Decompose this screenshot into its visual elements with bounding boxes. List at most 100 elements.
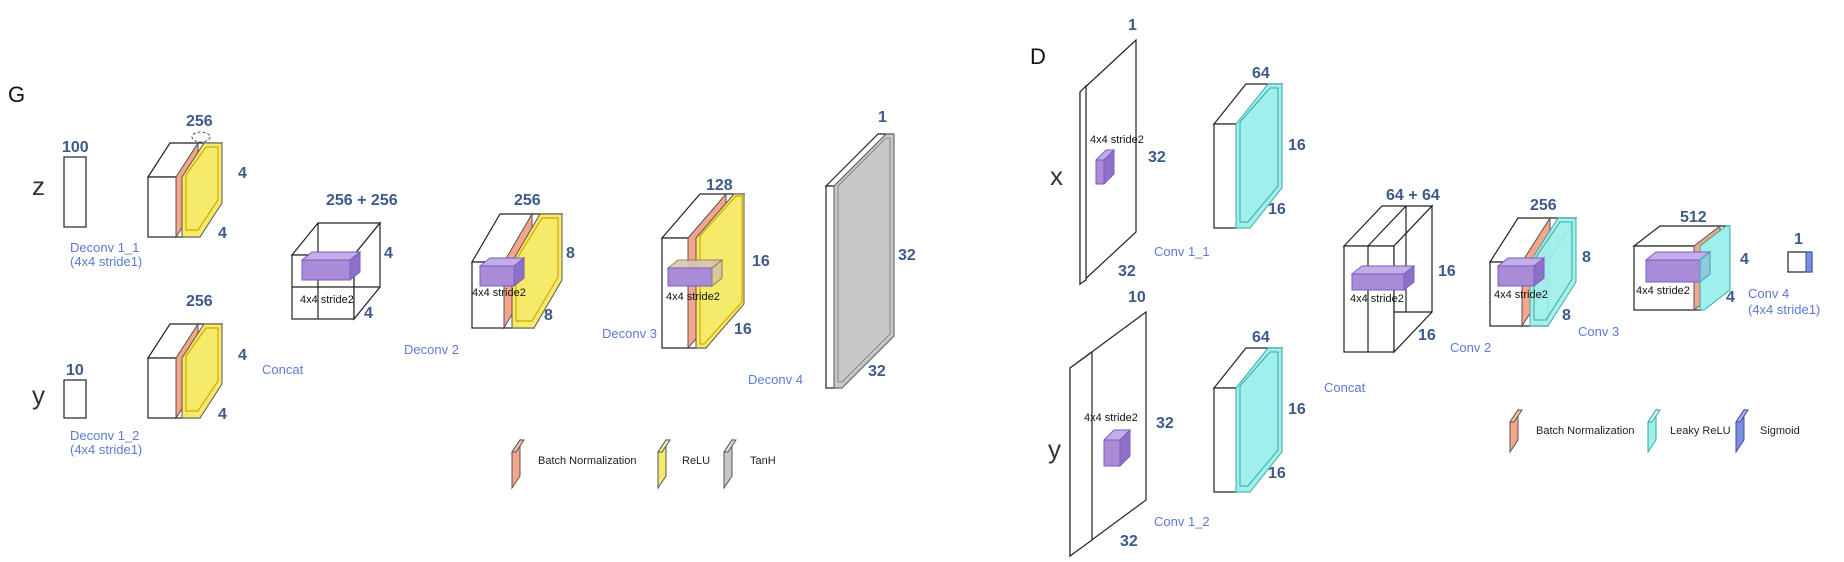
g-legend-batch-norm-label: Batch Normalization	[538, 455, 636, 467]
conv1-2-name: Conv 1_2	[1154, 514, 1210, 529]
deconv1-1-block	[146, 131, 224, 239]
g-concat-kernel: 4x4 stride2	[300, 294, 354, 306]
deconv1-1-channels: 256	[186, 113, 213, 130]
d-legend-sigmoid-label: Sigmoid	[1760, 425, 1800, 437]
deconv1-1-width: 4	[218, 225, 227, 242]
discriminator-panel-label: D	[1030, 44, 1046, 69]
deconv1-1-height: 4	[238, 165, 247, 182]
x-input-kernel: 4x4 stride2	[1090, 134, 1144, 146]
conv2-channels: 256	[1530, 197, 1557, 214]
d-y-input-kernel: 4x4 stride2	[1084, 412, 1138, 424]
conv4-params: (4x4 stride1)	[1748, 302, 1820, 317]
conv2-width: 8	[1562, 307, 1571, 324]
d-concat-block	[1342, 204, 1434, 354]
d-concat-width: 16	[1418, 327, 1436, 344]
d-y-input-block	[1069, 310, 1147, 558]
deconv2-name: Deconv 2	[404, 342, 459, 357]
g-legend-tanh: TanH	[723, 438, 776, 490]
conv1-2-height: 16	[1288, 401, 1306, 418]
conv3-height: 4	[1740, 251, 1749, 268]
deconv1-2-block	[146, 322, 224, 420]
d-y-input-width: 32	[1120, 533, 1138, 550]
deconv1-1-params: (4x4 stride1)	[70, 254, 142, 269]
deconv2-block	[470, 212, 564, 330]
d-y-input-channels: 10	[1128, 289, 1146, 306]
conv1-1-name: Conv 1_1	[1154, 244, 1210, 259]
deconv1-2-channels: 256	[186, 293, 213, 310]
z-size: 100	[62, 139, 89, 156]
conv3-width: 4	[1726, 289, 1735, 306]
g-legend: Batch Normalization ReLU TanH	[511, 438, 776, 490]
z-vector	[63, 156, 87, 228]
d-legend-leaky-relu-label: Leaky ReLU	[1670, 425, 1731, 437]
deconv4-block	[824, 133, 895, 389]
conv2-height: 8	[1582, 249, 1591, 266]
g-concat-name: Concat	[262, 362, 304, 377]
deconv1-2-name: Deconv 1_2	[70, 428, 139, 443]
conv1-1-height: 16	[1288, 137, 1306, 154]
deconv3-height: 16	[752, 253, 770, 270]
conv3-kernel: 4x4 stride2	[1636, 285, 1690, 297]
deconv4-channels: 1	[878, 109, 887, 126]
generator-panel-label: G	[8, 82, 25, 107]
deconv1-2-params: (4x4 stride1)	[70, 442, 142, 457]
conv3-block	[1632, 224, 1731, 312]
y-size: 10	[66, 362, 84, 379]
z-label: z	[32, 171, 45, 201]
d-legend: Batch Normalization Leaky ReLU Sigmoid	[1509, 408, 1800, 454]
deconv2-height: 8	[566, 245, 575, 262]
conv2-kernel: 4x4 stride2	[1494, 289, 1548, 301]
conv2-block	[1488, 216, 1578, 328]
d-legend-leaky-relu: Leaky ReLU	[1647, 408, 1731, 454]
d-legend-batch-norm-label: Batch Normalization	[1536, 425, 1634, 437]
x-input-channels: 1	[1128, 17, 1137, 34]
conv1-1-block	[1212, 83, 1284, 229]
d-legend-sigmoid: Sigmoid	[1735, 408, 1800, 454]
deconv3-name: Deconv 3	[602, 326, 657, 341]
x-input-block	[1079, 38, 1137, 286]
deconv3-kernel: 4x4 stride2	[666, 291, 720, 303]
d-y-label: y	[1048, 434, 1061, 464]
x-input-width: 32	[1118, 263, 1136, 280]
d-concat-kernel: 4x4 stride2	[1350, 293, 1404, 305]
deconv4-name: Deconv 4	[748, 372, 803, 387]
conv4-block	[1787, 251, 1813, 273]
deconv2-width: 8	[544, 307, 553, 324]
g-concat-channels: 256 + 256	[326, 192, 398, 209]
y-vector	[63, 379, 87, 419]
conv1-1-channels: 64	[1252, 65, 1270, 82]
conv1-1-width: 16	[1268, 201, 1286, 218]
y-label: y	[32, 380, 45, 410]
d-concat-height: 16	[1438, 263, 1456, 280]
g-legend-relu: ReLU	[657, 438, 710, 490]
conv1-2-width: 16	[1268, 465, 1286, 482]
d-concat-channels: 64 + 64	[1386, 187, 1440, 204]
g-legend-batch-norm: Batch Normalization	[511, 438, 636, 490]
x-label: x	[1050, 161, 1063, 191]
x-input-height: 32	[1148, 149, 1166, 166]
conv2-name: Conv 2	[1450, 340, 1491, 355]
g-concat-height: 4	[384, 245, 393, 262]
g-legend-tanh-label: TanH	[750, 455, 776, 467]
deconv1-1-name: Deconv 1_1	[70, 240, 139, 255]
conv3-channels: 512	[1680, 209, 1707, 226]
deconv1-2-height: 4	[238, 347, 247, 364]
deconv4-height: 32	[898, 247, 916, 264]
g-concat-block	[290, 221, 382, 321]
conv1-2-channels: 64	[1252, 329, 1270, 346]
deconv2-channels: 256	[514, 192, 541, 209]
deconv3-block	[660, 192, 746, 350]
d-y-input-height: 32	[1156, 415, 1174, 432]
g-legend-relu-label: ReLU	[682, 455, 710, 467]
deconv2-kernel: 4x4 stride2	[472, 287, 526, 299]
conv3-name: Conv 3	[1578, 324, 1619, 339]
d-concat-name: Concat	[1324, 380, 1366, 395]
deconv3-channels: 128	[706, 177, 733, 194]
deconv3-width: 16	[734, 321, 752, 338]
g-concat-width: 4	[364, 305, 373, 322]
discriminator-panel: D x y 1 32 32 4x4 stride2 10 32 32 4x4 s…	[1030, 17, 1820, 558]
deconv1-2-width: 4	[218, 406, 227, 423]
conv4-channels: 1	[1794, 231, 1803, 248]
conv4-name: Conv 4	[1748, 286, 1789, 301]
